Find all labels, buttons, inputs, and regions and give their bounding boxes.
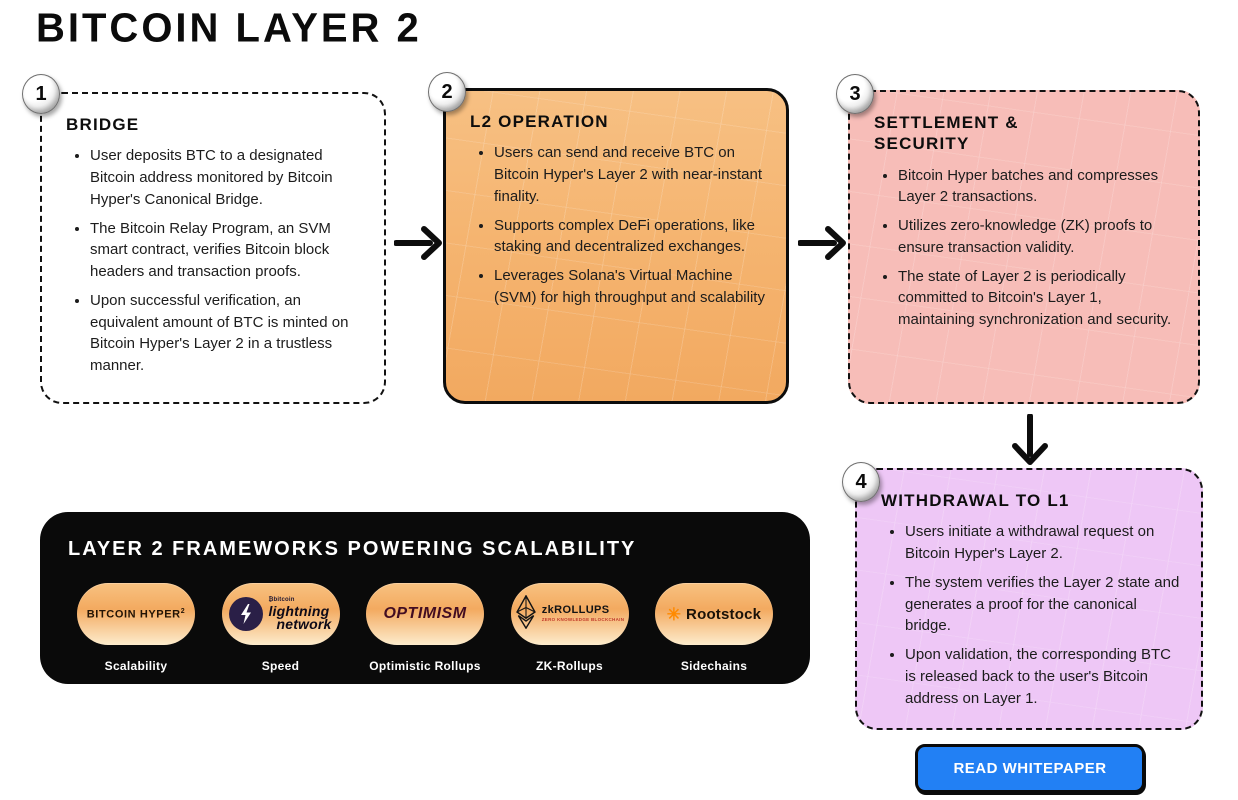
framework-rootstock: ✳ Rootstock Sidechains [646, 583, 782, 673]
frameworks-panel-title: LAYER 2 FRAMEWORKS POWERING SCALABILITY [68, 538, 637, 560]
step-3-bullets: Bitcoin Hyper batches and compresses Lay… [874, 165, 1180, 331]
step-3-number: 3 [849, 82, 861, 105]
step-4-number: 4 [855, 470, 867, 493]
down-arrow-icon [1008, 413, 1052, 471]
framework-label: Speed [261, 659, 300, 673]
bullet: User deposits BTC to a designated Bitcoi… [90, 145, 366, 210]
bitcoin-hyper-logo-text: BITCOIN HYPER [86, 608, 181, 621]
framework-optimism: OPTIMISM Optimistic Rollups [357, 583, 493, 673]
framework-lightning-network: ₿bitcoin lightning network Speed [213, 583, 349, 673]
step-3-settlement-security-box: SETTLEMENT & SECURITY Bitcoin Hyper batc… [848, 90, 1200, 404]
frameworks-panel: LAYER 2 FRAMEWORKS POWERING SCALABILITY … [40, 512, 810, 684]
step-1-number-badge: 1 [22, 74, 60, 114]
rootstock-logo-text: Rootstock [686, 605, 762, 623]
optimism-logo: OPTIMISM [366, 583, 484, 645]
bullet: The Bitcoin Relay Program, an SVM smart … [90, 218, 366, 283]
zk-rollups-logo-text: zkROLLUPS [541, 604, 610, 617]
step-4-heading: WITHDRAWAL TO L1 [881, 491, 1070, 510]
step-1-bridge-box: BRIDGE User deposits BTC to a designated… [40, 92, 386, 404]
frameworks-row: BITCOIN HYPER2 Scalability ₿bitcoin ligh… [68, 583, 782, 673]
step-2-number: 2 [441, 80, 453, 103]
step-2-number-badge: 2 [428, 72, 466, 112]
bullet: The state of Layer 2 is periodically com… [898, 266, 1180, 331]
step-1-number: 1 [35, 82, 47, 105]
optimism-logo-text: OPTIMISM [383, 605, 467, 622]
step-3-heading: SETTLEMENT & SECURITY [874, 113, 1019, 154]
bullet: Users can send and receive BTC on Bitcoi… [494, 142, 768, 207]
bullet: The system verifies the Layer 2 state an… [905, 572, 1183, 637]
lightning-word-1: lightning [268, 603, 330, 619]
step-3-number-badge: 3 [836, 74, 874, 114]
bullet: Users initiate a withdrawal request on B… [905, 521, 1183, 565]
lightning-bolt-icon [229, 597, 264, 631]
bullet: Leverages Solana's Virtual Machine (SVM)… [494, 265, 768, 309]
framework-label: Scalability [104, 659, 168, 673]
step-2-bullets: Users can send and receive BTC on Bitcoi… [470, 142, 768, 308]
bullet: Utilizes zero-knowledge (ZK) proofs to e… [898, 215, 1180, 259]
step-1-heading: BRIDGE [66, 115, 140, 134]
zk-rollups-logo: zkROLLUPS ZERO KNOWLEDGE BLOCKCHAIN [510, 583, 629, 645]
step-4-withdrawal-box: WITHDRAWAL TO L1 Users initiate a withdr… [855, 468, 1203, 730]
lightning-network-logo: ₿bitcoin lightning network [221, 583, 340, 645]
right-arrow-icon [393, 222, 442, 269]
step-1-bullets: User deposits BTC to a designated Bitcoi… [66, 145, 366, 377]
framework-label: Sidechains [680, 659, 748, 673]
bullet: Upon validation, the corresponding BTC i… [905, 644, 1183, 709]
bullet: Supports complex DeFi operations, like s… [494, 215, 768, 259]
framework-label: ZK-Rollups [536, 659, 603, 673]
step-2-l2-operation-box: L2 OPERATION Users can send and receive … [443, 88, 789, 404]
zk-rollups-subtitle: ZERO KNOWLEDGE BLOCKCHAIN [541, 617, 625, 623]
bitcoin-hyper-logo-sup: 2 [180, 607, 186, 615]
ethereum-diamond-icon [515, 593, 537, 634]
rootstock-flower-icon: ✳ [666, 604, 682, 624]
framework-zk-rollups: zkROLLUPS ZERO KNOWLEDGE BLOCKCHAIN ZK-R… [502, 583, 638, 673]
step-4-number-badge: 4 [842, 462, 880, 502]
bullet: Upon successful verification, an equival… [90, 290, 366, 377]
bullet: Bitcoin Hyper batches and compresses Lay… [898, 165, 1180, 209]
page-title: BITCOIN LAYER 2 [36, 6, 422, 51]
read-whitepaper-button[interactable]: READ WHITEPAPER [915, 744, 1145, 793]
framework-bitcoin-hyper: BITCOIN HYPER2 Scalability [68, 583, 204, 673]
rootstock-logo: ✳ Rootstock [655, 583, 773, 645]
step-2-heading: L2 OPERATION [470, 112, 609, 131]
bitcoin-hyper-logo: BITCOIN HYPER2 [77, 583, 195, 645]
lightning-bitcoin-text: ₿bitcoin [268, 597, 295, 603]
lightning-word-2: network [276, 616, 332, 632]
framework-label: Optimistic Rollups [369, 659, 481, 673]
right-arrow-icon [797, 222, 846, 269]
step-4-bullets: Users initiate a withdrawal request on B… [881, 521, 1183, 709]
